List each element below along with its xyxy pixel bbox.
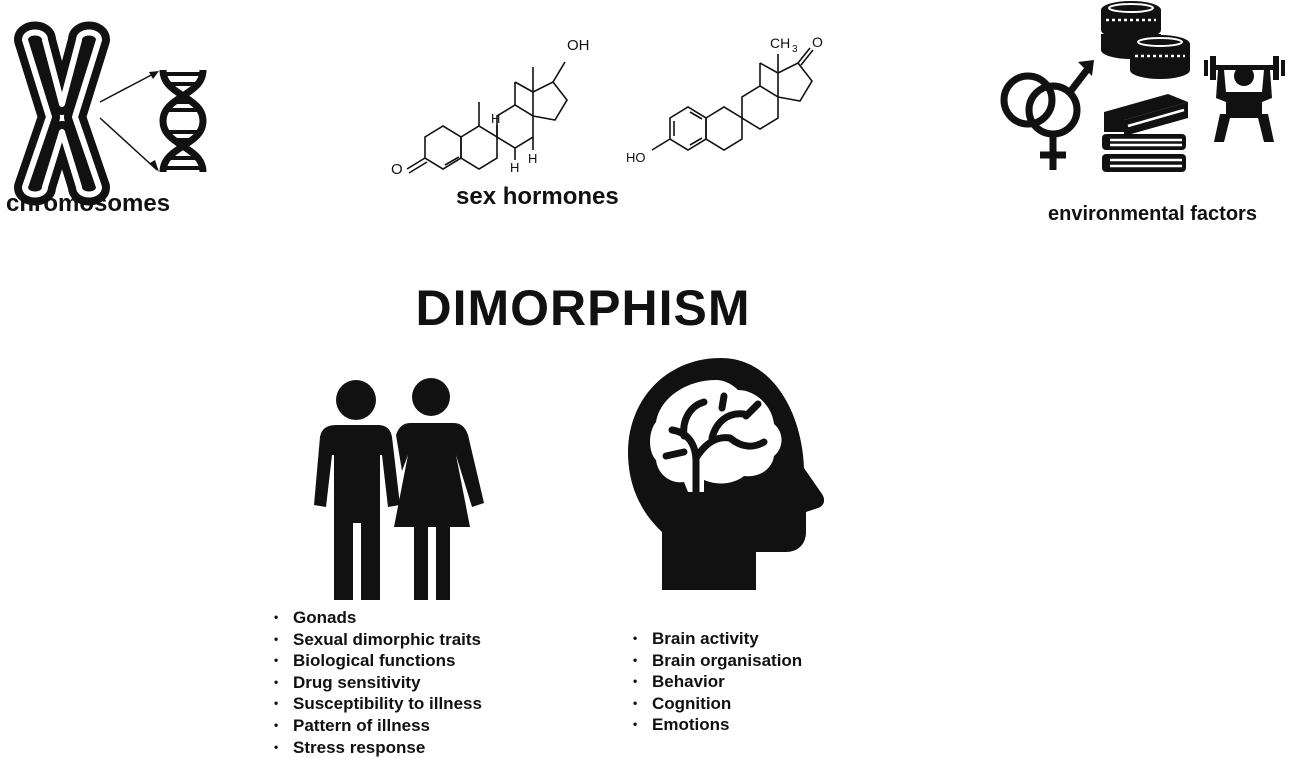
list-item: Susceptibility to illness xyxy=(271,693,482,715)
environmental-factors-label: environmental factors xyxy=(1048,203,1257,225)
couple-icon xyxy=(314,378,484,600)
o-label: O xyxy=(812,34,823,50)
h-label: H xyxy=(528,151,537,166)
chromosome-icon xyxy=(14,21,110,206)
h-label: H xyxy=(491,111,500,126)
testosterone-structure-icon: OH H H H O xyxy=(391,37,590,178)
coins-icon xyxy=(1101,1,1190,79)
gender-symbols-icon xyxy=(1000,60,1094,170)
ch-sub-label: 3 xyxy=(792,44,798,55)
brain-traits-list: Brain activity Brain organisation Behavi… xyxy=(630,628,802,736)
list-item: Brain activity xyxy=(630,628,802,650)
estrone-structure-icon: CH 3 O HO xyxy=(626,34,823,165)
chromosomes-label: chromosomes xyxy=(6,190,171,217)
list-item: Gonads xyxy=(271,607,482,629)
weightlifter-icon xyxy=(1204,56,1285,142)
list-item: Drug sensitivity xyxy=(271,672,482,694)
ho-label: HO xyxy=(626,150,646,165)
oh-label: OH xyxy=(567,37,590,54)
head-brain-icon xyxy=(628,358,825,590)
body-traits-list: Gonads Sexual dimorphic traits Biologica… xyxy=(271,607,482,758)
o-label: O xyxy=(391,161,403,178)
list-item: Pattern of illness xyxy=(271,715,482,737)
arrows-icon xyxy=(99,71,159,172)
list-item: Behavior xyxy=(630,671,802,693)
books-icon xyxy=(1102,94,1188,172)
list-item: Brain organisation xyxy=(630,650,802,672)
h-label: H xyxy=(510,160,519,175)
list-item: Cognition xyxy=(630,693,802,715)
page-title: DIMORPHISM xyxy=(415,280,751,336)
list-item: Stress response xyxy=(271,737,482,758)
ch-label: CH xyxy=(770,35,790,51)
list-item: Biological functions xyxy=(271,650,482,672)
dna-helix-icon xyxy=(159,69,207,173)
list-item: Emotions xyxy=(630,714,802,736)
list-item: Sexual dimorphic traits xyxy=(271,629,482,651)
sex-hormones-label: sex hormones xyxy=(456,183,619,210)
